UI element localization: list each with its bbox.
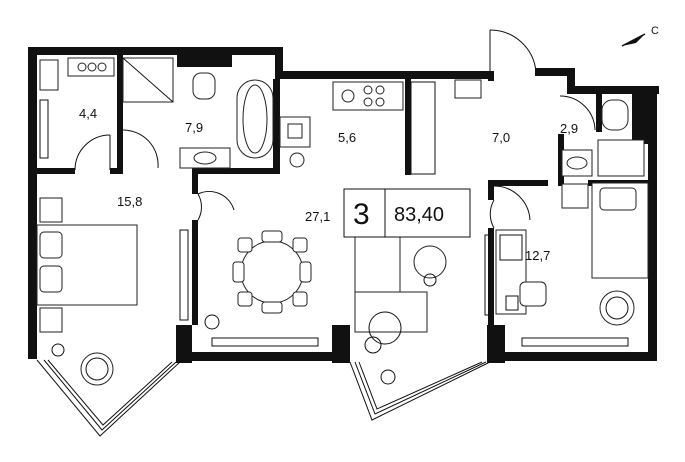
wc-fixtures	[561, 99, 645, 177]
rooms-count: 3	[353, 198, 370, 231]
compass-label: С	[651, 25, 659, 37]
room-area-living: 27,1	[305, 209, 330, 224]
room-area-bedroom-left: 15,8	[117, 194, 142, 209]
bath-fixtures	[39, 55, 274, 169]
apartment-badge: 3 83,40	[343, 188, 471, 238]
room-area-bath: 4,4	[79, 106, 97, 121]
doors	[74, 29, 596, 229]
bedroom-left-furniture	[36, 197, 138, 386]
interior-walls	[37, 55, 648, 328]
living-furniture	[204, 230, 447, 385]
total-area: 83,40	[394, 204, 444, 226]
room-area-hall: 7,0	[492, 130, 510, 145]
compass: С	[621, 25, 659, 47]
room-area-wc: 2,9	[560, 121, 578, 136]
room-area-kitchen: 5,6	[338, 130, 356, 145]
room-labels: 4,4 7,9 5,6 7,0 2,9 15,8 27,1 12,7	[79, 106, 578, 263]
kitchen-fixtures	[279, 79, 482, 175]
radiators	[39, 99, 629, 347]
room-area-bedroom-right: 12,7	[525, 248, 550, 263]
exterior-walls	[28, 47, 659, 363]
room-area-bathroom-large: 7,9	[185, 120, 203, 135]
bay-windows	[36, 359, 491, 437]
bedroom-right-furniture	[495, 182, 649, 326]
